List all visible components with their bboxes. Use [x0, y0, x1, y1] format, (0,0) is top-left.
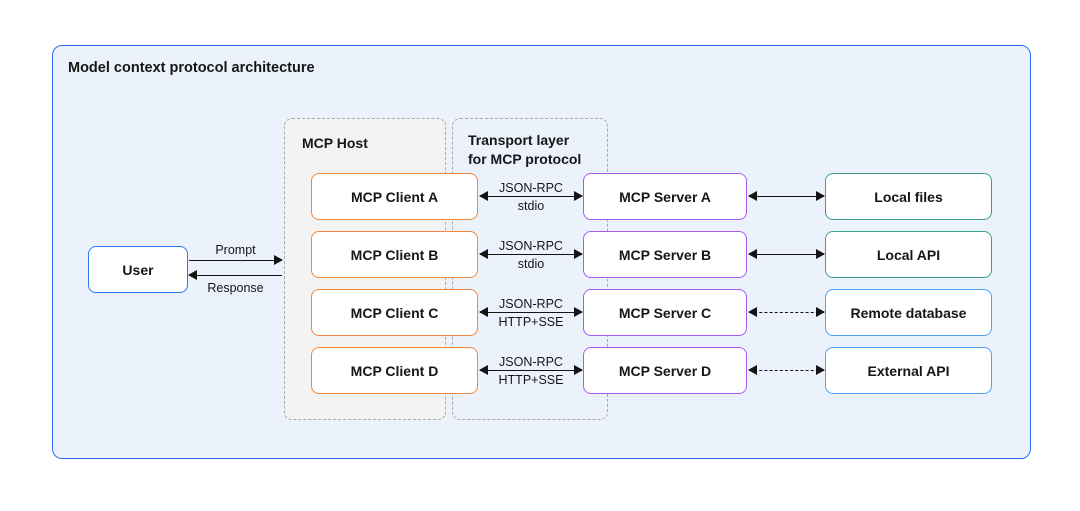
node-user-label: User — [122, 261, 154, 278]
node-mcp-server-d-label: MCP Server D — [618, 362, 712, 379]
node-external-api: External API — [825, 347, 992, 394]
node-local-api: Local API — [825, 231, 992, 278]
group-transport-layer: Transport layer for MCP protocol — [452, 118, 608, 420]
client-server-arrow-a — [479, 191, 583, 202]
server-resource-arrow-a — [748, 191, 825, 202]
node-mcp-server-c-label: MCP Server C — [618, 304, 712, 321]
server-resource-arrow-b — [748, 249, 825, 260]
transport-label-line1: Transport layer — [468, 132, 570, 148]
link-protocol-d-bottom: HTTP+SSE — [498, 373, 564, 387]
client-server-arrow-d — [479, 365, 583, 376]
node-external-api-label: External API — [867, 362, 950, 379]
group-transport-layer-label: Transport layer for MCP protocol — [468, 131, 581, 169]
diagram-title: Model context protocol architecture — [68, 60, 315, 76]
response-arrow — [188, 270, 282, 281]
link-protocol-b-bottom: stdio — [517, 257, 545, 271]
node-mcp-client-b-label: MCP Client B — [350, 246, 439, 263]
node-mcp-client-a: MCP Client A — [311, 173, 478, 220]
node-mcp-client-b: MCP Client B — [311, 231, 478, 278]
node-mcp-client-d-label: MCP Client D — [350, 362, 439, 379]
link-protocol-d-top: JSON-RPC — [499, 355, 563, 369]
transport-label-line2: for MCP protocol — [468, 151, 582, 167]
prompt-arrow-label: Prompt — [215, 243, 256, 257]
server-resource-arrow-d — [748, 365, 825, 376]
client-server-arrow-b — [479, 249, 583, 260]
node-remote-database: Remote database — [825, 289, 992, 336]
link-protocol-c-bottom: HTTP+SSE — [498, 315, 564, 329]
group-mcp-host-label: MCP Host — [302, 135, 368, 151]
node-mcp-client-a-label: MCP Client A — [350, 188, 439, 205]
node-mcp-server-c: MCP Server C — [583, 289, 747, 336]
node-mcp-server-d: MCP Server D — [583, 347, 747, 394]
node-mcp-server-b-label: MCP Server B — [618, 246, 712, 263]
link-protocol-a-bottom: stdio — [517, 199, 545, 213]
node-remote-database-label: Remote database — [850, 304, 967, 321]
node-user: User — [88, 246, 188, 293]
prompt-arrow — [189, 255, 283, 266]
server-resource-arrow-c — [748, 307, 825, 318]
node-mcp-server-a: MCP Server A — [583, 173, 747, 220]
node-local-api-label: Local API — [876, 246, 941, 263]
node-mcp-client-c: MCP Client C — [311, 289, 478, 336]
link-protocol-a-top: JSON-RPC — [499, 181, 563, 195]
node-mcp-client-d: MCP Client D — [311, 347, 478, 394]
link-protocol-c-top: JSON-RPC — [499, 297, 563, 311]
node-mcp-server-a-label: MCP Server A — [619, 188, 711, 205]
node-local-files: Local files — [825, 173, 992, 220]
response-arrow-label: Response — [207, 281, 264, 295]
node-mcp-client-c-label: MCP Client C — [350, 304, 439, 321]
client-server-arrow-c — [479, 307, 583, 318]
node-mcp-server-b: MCP Server B — [583, 231, 747, 278]
link-protocol-b-top: JSON-RPC — [499, 239, 563, 253]
node-local-files-label: Local files — [874, 188, 943, 205]
